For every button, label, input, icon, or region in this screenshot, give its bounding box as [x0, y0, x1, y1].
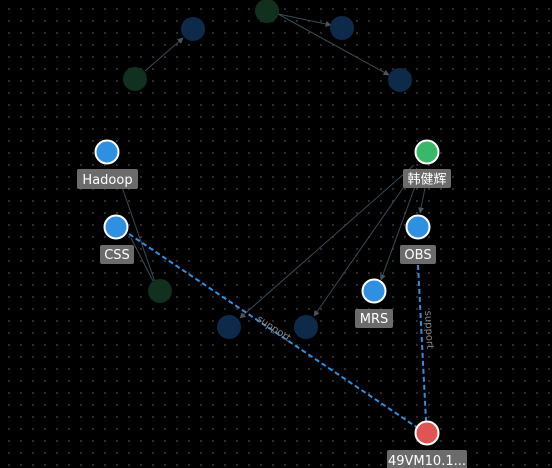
circle-node-icon: [361, 278, 387, 304]
support-edge-obs-vm[interactable]: [417, 264, 427, 422]
edge: [380, 169, 422, 281]
node-label: 韩健辉: [407, 173, 446, 188]
faded-node[interactable]: [294, 315, 318, 339]
label-background: [387, 450, 467, 468]
node-mrs[interactable]: MRS: [355, 278, 393, 329]
edge: [239, 164, 415, 319]
faded-node[interactable]: [255, 0, 279, 23]
edge-label-obs-vm: support: [422, 310, 435, 349]
edge: [277, 13, 332, 27]
node-label: 49VM10.1...: [388, 454, 466, 468]
label-background: [403, 169, 451, 188]
node-css[interactable]: CSS: [100, 214, 134, 265]
support-edges: support support: [128, 233, 435, 429]
faded-edges: [121, 13, 390, 283]
circle-node-icon: [414, 420, 440, 446]
faded-node[interactable]: [123, 67, 147, 91]
node-han[interactable]: 韩健辉: [403, 139, 451, 189]
node-label: CSS: [104, 248, 130, 263]
circle-node-icon: [405, 214, 431, 240]
support-edge-css-vm[interactable]: [128, 233, 419, 429]
edge-label-css-vm: support: [254, 314, 292, 345]
edge: [418, 187, 426, 214]
node-vm[interactable]: 49VM10.1...: [387, 420, 467, 468]
faded-node[interactable]: [148, 279, 172, 303]
faded-node[interactable]: [388, 68, 412, 92]
circle-node-icon: [94, 139, 120, 165]
node-label: OBS: [404, 248, 431, 263]
label-background: [400, 245, 436, 264]
node-obs[interactable]: OBS: [400, 214, 436, 265]
node-label: MRS: [360, 312, 389, 327]
han-edges: [239, 164, 426, 319]
edge: [121, 186, 156, 283]
node-hadoop[interactable]: Hadoop: [77, 139, 138, 190]
label-background: [77, 169, 138, 189]
active-nodes: Hadoop CSS 韩健辉 OBS: [77, 139, 467, 468]
faded-nodes: [123, 0, 412, 339]
edge: [277, 13, 390, 76]
faded-node[interactable]: [181, 17, 205, 41]
faded-node[interactable]: [330, 16, 354, 40]
faded-node[interactable]: [217, 315, 241, 339]
label-background: [100, 245, 134, 264]
edge: [144, 37, 184, 72]
circle-node-icon: [103, 214, 129, 240]
label-background: [355, 309, 393, 328]
edge: [130, 237, 154, 282]
circle-node-icon: [414, 139, 440, 165]
edge: [313, 167, 418, 317]
node-label: Hadoop: [82, 173, 132, 188]
